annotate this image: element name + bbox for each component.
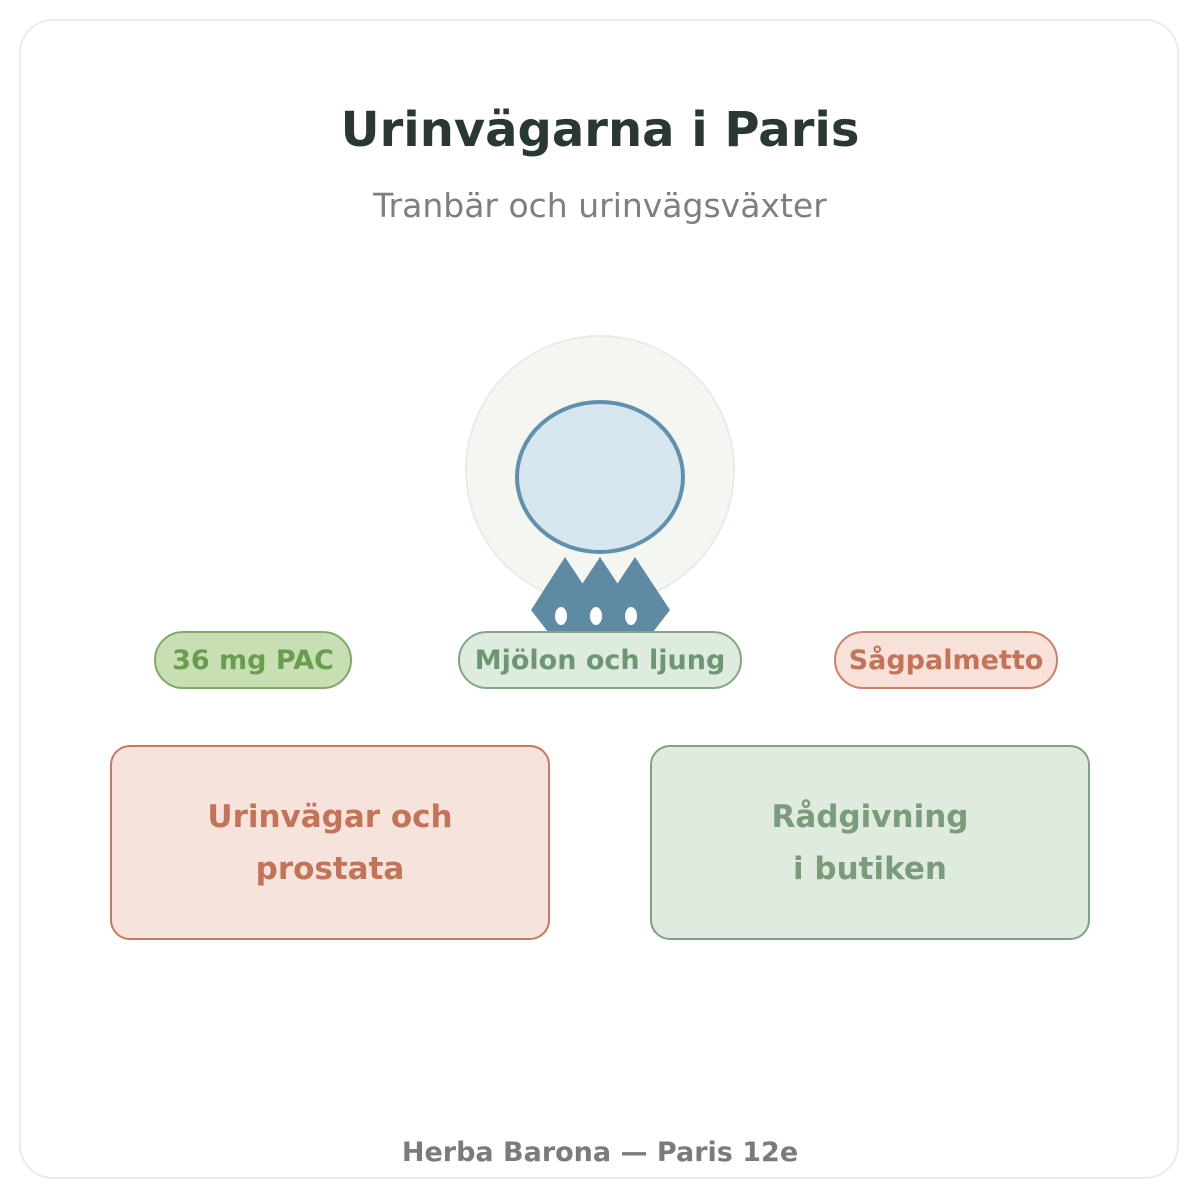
pill-pac: 36 mg PAC [154, 631, 352, 689]
footer-text: Herba Barona — Paris 12e [401, 1137, 799, 1168]
box-urinvagar-line1: Urinvägar och [207, 798, 453, 835]
box-urinvagar-line2: prostata [255, 850, 405, 887]
bladder-shape [515, 400, 685, 554]
pill-mjolon: Mjölon och ljung [458, 631, 742, 689]
pill-sagpalmetto: Sågpalmetto [834, 631, 1058, 689]
pill-mjolon-label: Mjölon och ljung [474, 644, 726, 676]
drop-holes [555, 607, 637, 625]
box-radgivning-text: Rådgivning i butiken [772, 791, 969, 895]
box-radgivning: Rådgivning i butiken [650, 745, 1090, 940]
box-radgivning-line2: i butiken [792, 850, 947, 887]
box-urinvagar-text: Urinvägar och prostata [207, 791, 452, 895]
pill-pac-label: 36 mg PAC [172, 644, 334, 676]
page-subtitle: Tranbär och urinvägsväxter [373, 186, 827, 225]
box-radgivning-line1: Rådgivning [771, 798, 969, 835]
box-urinvagar-prostata: Urinvägar och prostata [110, 745, 550, 940]
page-title: Urinvägarna i Paris [340, 102, 860, 158]
pill-sagpalmetto-label: Sågpalmetto [848, 644, 1044, 676]
drop-right [600, 557, 670, 632]
drops-group [531, 557, 670, 632]
